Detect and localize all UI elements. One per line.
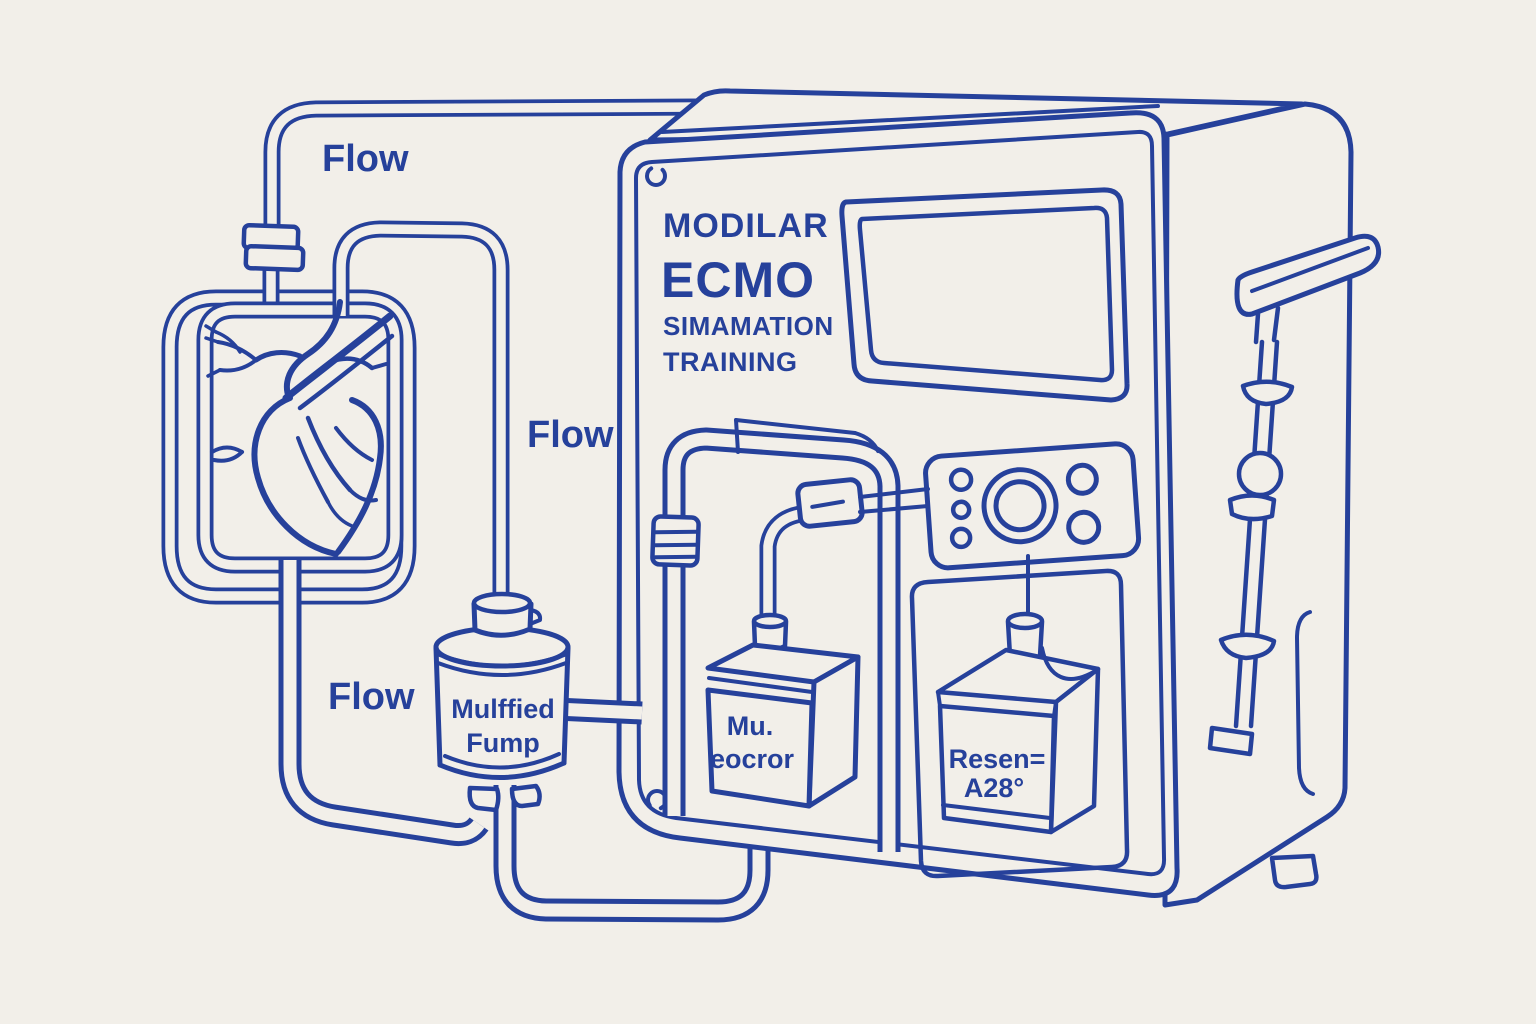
jug-base-line <box>941 803 1052 820</box>
pump-label-1: Mulffied <box>451 694 554 724</box>
rod-ball <box>1236 450 1284 498</box>
oxygenator-box: Mu. eocror <box>705 612 861 809</box>
title-line-2: ECMO <box>661 252 815 308</box>
tube-sleeve-end <box>853 431 880 453</box>
machine-foot <box>1269 853 1319 890</box>
pump-bottom-rim-inner <box>443 752 561 770</box>
pump-lid-rim <box>436 661 568 677</box>
display-screen[interactable] <box>839 187 1130 403</box>
title-line-1: MODILAR <box>663 207 829 245</box>
button-right-1[interactable] <box>1065 462 1099 496</box>
device-title: MODILAR ECMO SIMAMATION TRAINING <box>661 207 834 377</box>
handle-mount <box>1253 311 1261 345</box>
rod-bracket <box>1207 725 1255 757</box>
flow-label-bottom: Flow <box>328 676 415 718</box>
jug-front-face <box>937 703 1057 835</box>
sensor-wire <box>858 504 930 514</box>
handle-mount <box>1271 305 1281 343</box>
sensor-wire <box>858 487 930 499</box>
title-line-3: SIMAMATION <box>663 311 834 341</box>
pump-label-2: Fump <box>466 728 540 758</box>
pump-bottom-rim <box>437 760 567 780</box>
flow-label-top: Flow <box>322 138 409 180</box>
button-right-2[interactable] <box>1066 509 1102 545</box>
knob-inner[interactable] <box>993 479 1047 533</box>
sensor-fitting <box>795 477 865 529</box>
screen-outer <box>839 187 1130 403</box>
jug-front-band <box>936 690 942 708</box>
reservoir-jug: Resen= A28° <box>935 611 1101 835</box>
oxygenator-label-1: Mu. <box>727 711 774 741</box>
oxygenator-band <box>707 676 814 694</box>
pump-side <box>433 645 443 768</box>
pump-lid-rim <box>435 652 569 668</box>
control-panel <box>923 441 1142 571</box>
panel-screw <box>645 165 667 187</box>
internal-tubing <box>650 418 901 852</box>
tube-fitting <box>241 222 306 273</box>
control-panel-plate <box>923 441 1142 571</box>
jug-cap-top <box>1005 611 1045 631</box>
reservoir-label-2: A28° <box>964 773 1024 803</box>
heart-icon <box>204 299 395 557</box>
button-small-1[interactable] <box>948 467 974 492</box>
heart-circuit-assembly <box>161 98 701 846</box>
oxygenator-label-2: eocror <box>710 744 795 774</box>
jug-front-band <box>1052 700 1058 718</box>
front-panel-border <box>634 129 1167 877</box>
handle-inner-line <box>1250 246 1370 293</box>
pump-side <box>561 645 571 766</box>
rod-collar <box>1227 493 1277 522</box>
pump-cap-top <box>471 591 533 615</box>
rod-collar <box>1240 379 1295 407</box>
tube-sleeve-tick <box>734 418 740 454</box>
blood-pump: Mulffied Fump <box>433 591 571 813</box>
oxygenator-front-face <box>705 687 815 809</box>
compartment-frame <box>909 568 1130 879</box>
flow-label-middle: Flow <box>527 414 614 456</box>
heart-to-pump-tube <box>332 220 510 600</box>
rod-line <box>1233 339 1265 729</box>
button-small-3[interactable] <box>949 526 973 550</box>
knob-outer-ring[interactable] <box>981 467 1059 545</box>
top-face-inner-line <box>660 104 1160 134</box>
pump-foot <box>467 785 501 813</box>
tube-coupling <box>650 514 701 568</box>
pump-cap-nub <box>528 608 543 626</box>
title-line-4: TRAINING <box>663 347 798 377</box>
screen-inner <box>857 205 1115 383</box>
pump-foot <box>509 783 542 809</box>
rod-flange <box>1218 632 1277 661</box>
door-seam <box>1295 610 1315 796</box>
pump-body-fill <box>436 648 568 778</box>
button-small-2[interactable] <box>950 499 972 521</box>
oxygenator-cap-top <box>751 612 789 630</box>
reservoir-label-1: Resen= <box>949 744 1046 774</box>
rod-line <box>1248 339 1280 729</box>
reservoir-compartment: Resen= A28° <box>909 554 1130 879</box>
side-rail-assembly <box>1207 233 1382 890</box>
tube-sleeve <box>734 418 857 435</box>
